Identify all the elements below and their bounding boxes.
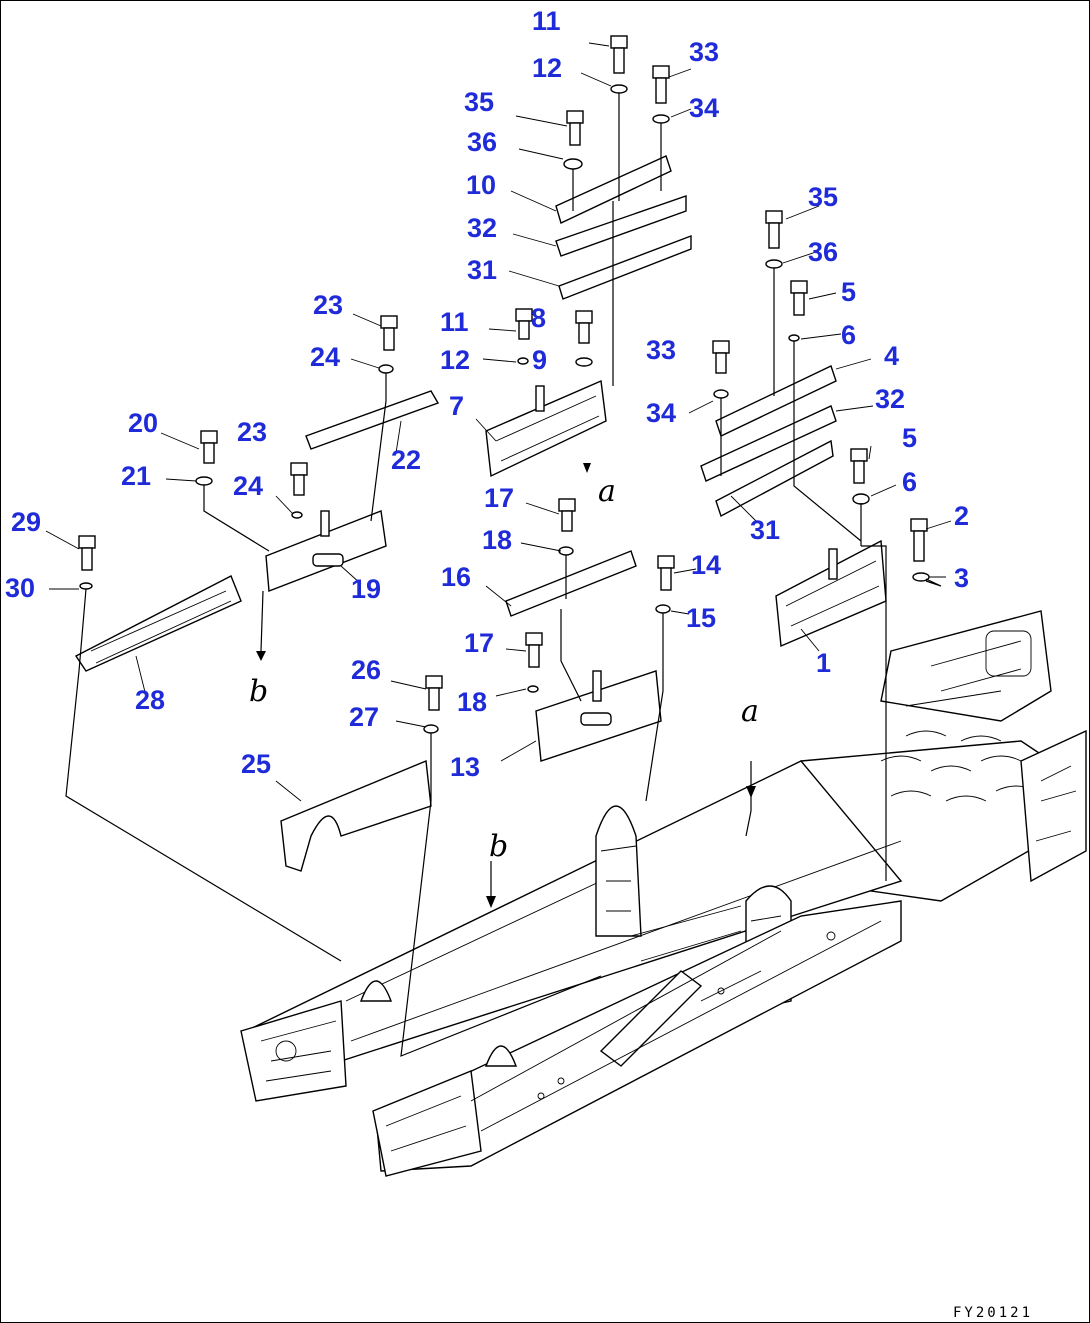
callout-labels: 11 12 33 34 35 36 10 32 31 35 36 5 6 23 … [5,6,969,782]
plate-16 [505,550,637,617]
plate-4 [715,365,837,437]
view-ref-a-upper: a [598,474,616,509]
parts-group [45,35,952,1057]
callout-10: 10 [466,170,496,200]
plate-22 [305,390,440,450]
callout-12a: 12 [532,53,562,83]
shim-32-top [555,195,687,257]
part-25 [280,759,432,872]
callout-2: 2 [954,501,969,531]
callout-27: 27 [349,702,379,732]
callout-33a: 33 [689,37,719,67]
callout-23b: 23 [237,417,267,447]
callout-24b: 24 [233,471,263,501]
view-ref-b-left: b [249,674,268,709]
callout-32b: 32 [875,384,905,414]
bracket-7 [485,379,607,478]
callout-34a: 34 [689,93,719,123]
callout-35b: 35 [808,182,838,212]
callout-26: 26 [351,655,381,685]
callout-3: 3 [954,563,969,593]
callout-21: 21 [121,461,151,491]
callout-25: 25 [241,749,271,779]
callout-36b: 36 [808,237,838,267]
callout-9: 9 [532,345,547,375]
callout-17a: 17 [484,483,514,513]
callout-35a: 35 [464,87,494,117]
callout-5b: 5 [902,423,917,453]
callout-7: 7 [449,391,464,421]
bracket-19 [265,510,387,592]
plate-10 [555,155,672,224]
callout-16: 16 [441,562,471,592]
callout-11b: 11 [440,307,469,337]
callout-1: 1 [816,648,831,678]
view-reference-letters: a a b b [249,474,759,864]
callout-32a: 32 [467,213,497,243]
callout-33b: 33 [646,335,676,365]
callout-4: 4 [884,341,899,371]
callout-36a: 36 [467,127,497,157]
callout-28: 28 [135,685,165,715]
callout-6b: 6 [902,467,917,497]
main-frame [240,610,1087,1177]
callout-12b: 12 [440,345,470,375]
callout-24a: 24 [310,342,340,372]
callout-20: 20 [128,408,158,438]
callout-31b: 31 [750,515,780,545]
callout-18a: 18 [482,525,512,555]
callout-6a: 6 [841,320,856,350]
callout-31a: 31 [467,255,497,285]
callout-34b: 34 [646,398,676,428]
callout-15: 15 [686,603,716,633]
view-arrows [256,463,756,908]
callout-5a: 5 [841,277,856,307]
shim-31-top [558,234,692,300]
callout-13: 13 [450,752,480,782]
drawing-code: FY20121 [953,1305,1033,1321]
callout-29: 29 [11,507,41,537]
part-28 [74,575,242,672]
shim-31-right [715,439,834,518]
callout-14: 14 [691,550,721,580]
callout-17b: 17 [464,628,494,658]
center-lines [65,93,942,1057]
callout-19: 19 [351,574,381,604]
callout-11a: 11 [532,6,561,36]
view-ref-a-lower: a [741,694,759,729]
shim-32-right [700,405,837,482]
callout-23a: 23 [313,290,343,320]
callout-30: 30 [5,573,35,603]
callout-18b: 18 [457,687,487,717]
callout-22: 22 [391,445,421,475]
callout-8: 8 [531,303,546,333]
leader-lines [45,42,952,802]
view-ref-b-center: b [489,829,508,864]
